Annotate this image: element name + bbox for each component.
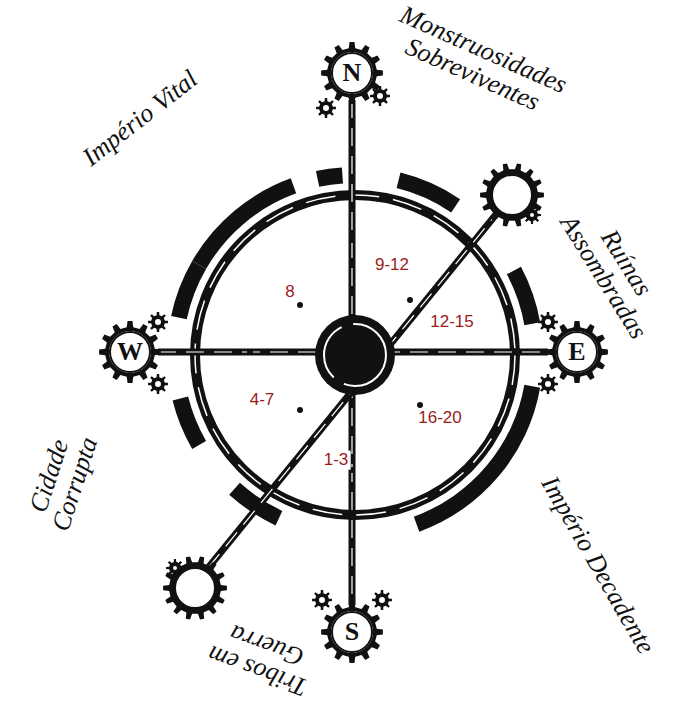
gear-symbol bbox=[370, 86, 390, 106]
gear-hole bbox=[318, 596, 326, 604]
rivet bbox=[457, 349, 463, 355]
region-label: Império Vital bbox=[77, 65, 202, 171]
region-label: Império Decadente bbox=[536, 472, 660, 659]
region-label: Monstruosidades Sobreviventes bbox=[369, 0, 588, 131]
gear-symbol bbox=[523, 206, 541, 224]
outer-arc bbox=[192, 178, 296, 269]
gear-hole bbox=[330, 51, 374, 95]
gear-hole bbox=[529, 212, 535, 218]
gear-hole bbox=[544, 380, 552, 388]
gear-symbol bbox=[312, 590, 332, 610]
compass-letter: W bbox=[108, 330, 152, 374]
hub-ring bbox=[324, 324, 386, 386]
gear-hole bbox=[378, 596, 386, 604]
spoke-detail bbox=[208, 212, 498, 568]
roll-range: 12-15 bbox=[428, 313, 475, 332]
rivet bbox=[407, 297, 413, 303]
gear-hole bbox=[555, 330, 599, 374]
gear-hole bbox=[330, 610, 374, 654]
roll-range: 1-3 bbox=[322, 451, 351, 470]
gear-symbol bbox=[316, 98, 336, 118]
roll-range: 9-12 bbox=[373, 256, 411, 275]
region-label: Ruínas Assombradas bbox=[549, 188, 680, 353]
gear-symbol bbox=[163, 556, 227, 619]
compass-point: S bbox=[330, 610, 374, 654]
gear-symbol bbox=[148, 312, 168, 332]
roll-range: 8 bbox=[283, 283, 296, 302]
gear-symbol bbox=[480, 163, 544, 226]
compass-point: E bbox=[555, 330, 599, 374]
rivet bbox=[349, 237, 355, 243]
region-label: Tribos em Guerra bbox=[192, 610, 333, 706]
compass-letter: E bbox=[555, 330, 599, 374]
rivet bbox=[417, 402, 423, 408]
rivet bbox=[297, 407, 303, 413]
gear-symbol bbox=[321, 601, 383, 663]
gear-symbol bbox=[372, 590, 392, 610]
roll-range: 4-7 bbox=[248, 391, 277, 410]
compass-point: W bbox=[108, 330, 152, 374]
compass-letter: N bbox=[330, 51, 374, 95]
rivet bbox=[247, 349, 253, 355]
compass-letter: S bbox=[330, 610, 374, 654]
compass-spoke bbox=[208, 212, 498, 568]
gear-symbol bbox=[166, 559, 184, 577]
compass-point: N bbox=[330, 51, 374, 95]
gear-symbol bbox=[99, 321, 161, 383]
gear-symbol bbox=[546, 321, 608, 383]
gear-hole bbox=[376, 92, 384, 100]
gear-hole bbox=[544, 318, 552, 326]
gear-hole bbox=[154, 380, 162, 388]
gear-symbol bbox=[538, 374, 558, 394]
roll-range: 16-20 bbox=[416, 409, 463, 428]
gear-symbol bbox=[148, 374, 168, 394]
gear-hole bbox=[172, 565, 178, 571]
gear-hole bbox=[108, 330, 152, 374]
region-label: Cidade Corrupta bbox=[19, 419, 105, 540]
outer-arc bbox=[316, 167, 343, 186]
center-hub bbox=[315, 315, 395, 395]
rivet bbox=[297, 302, 303, 308]
gear-hole bbox=[154, 318, 162, 326]
gear-hole bbox=[322, 104, 330, 112]
gear-symbol bbox=[538, 312, 558, 332]
